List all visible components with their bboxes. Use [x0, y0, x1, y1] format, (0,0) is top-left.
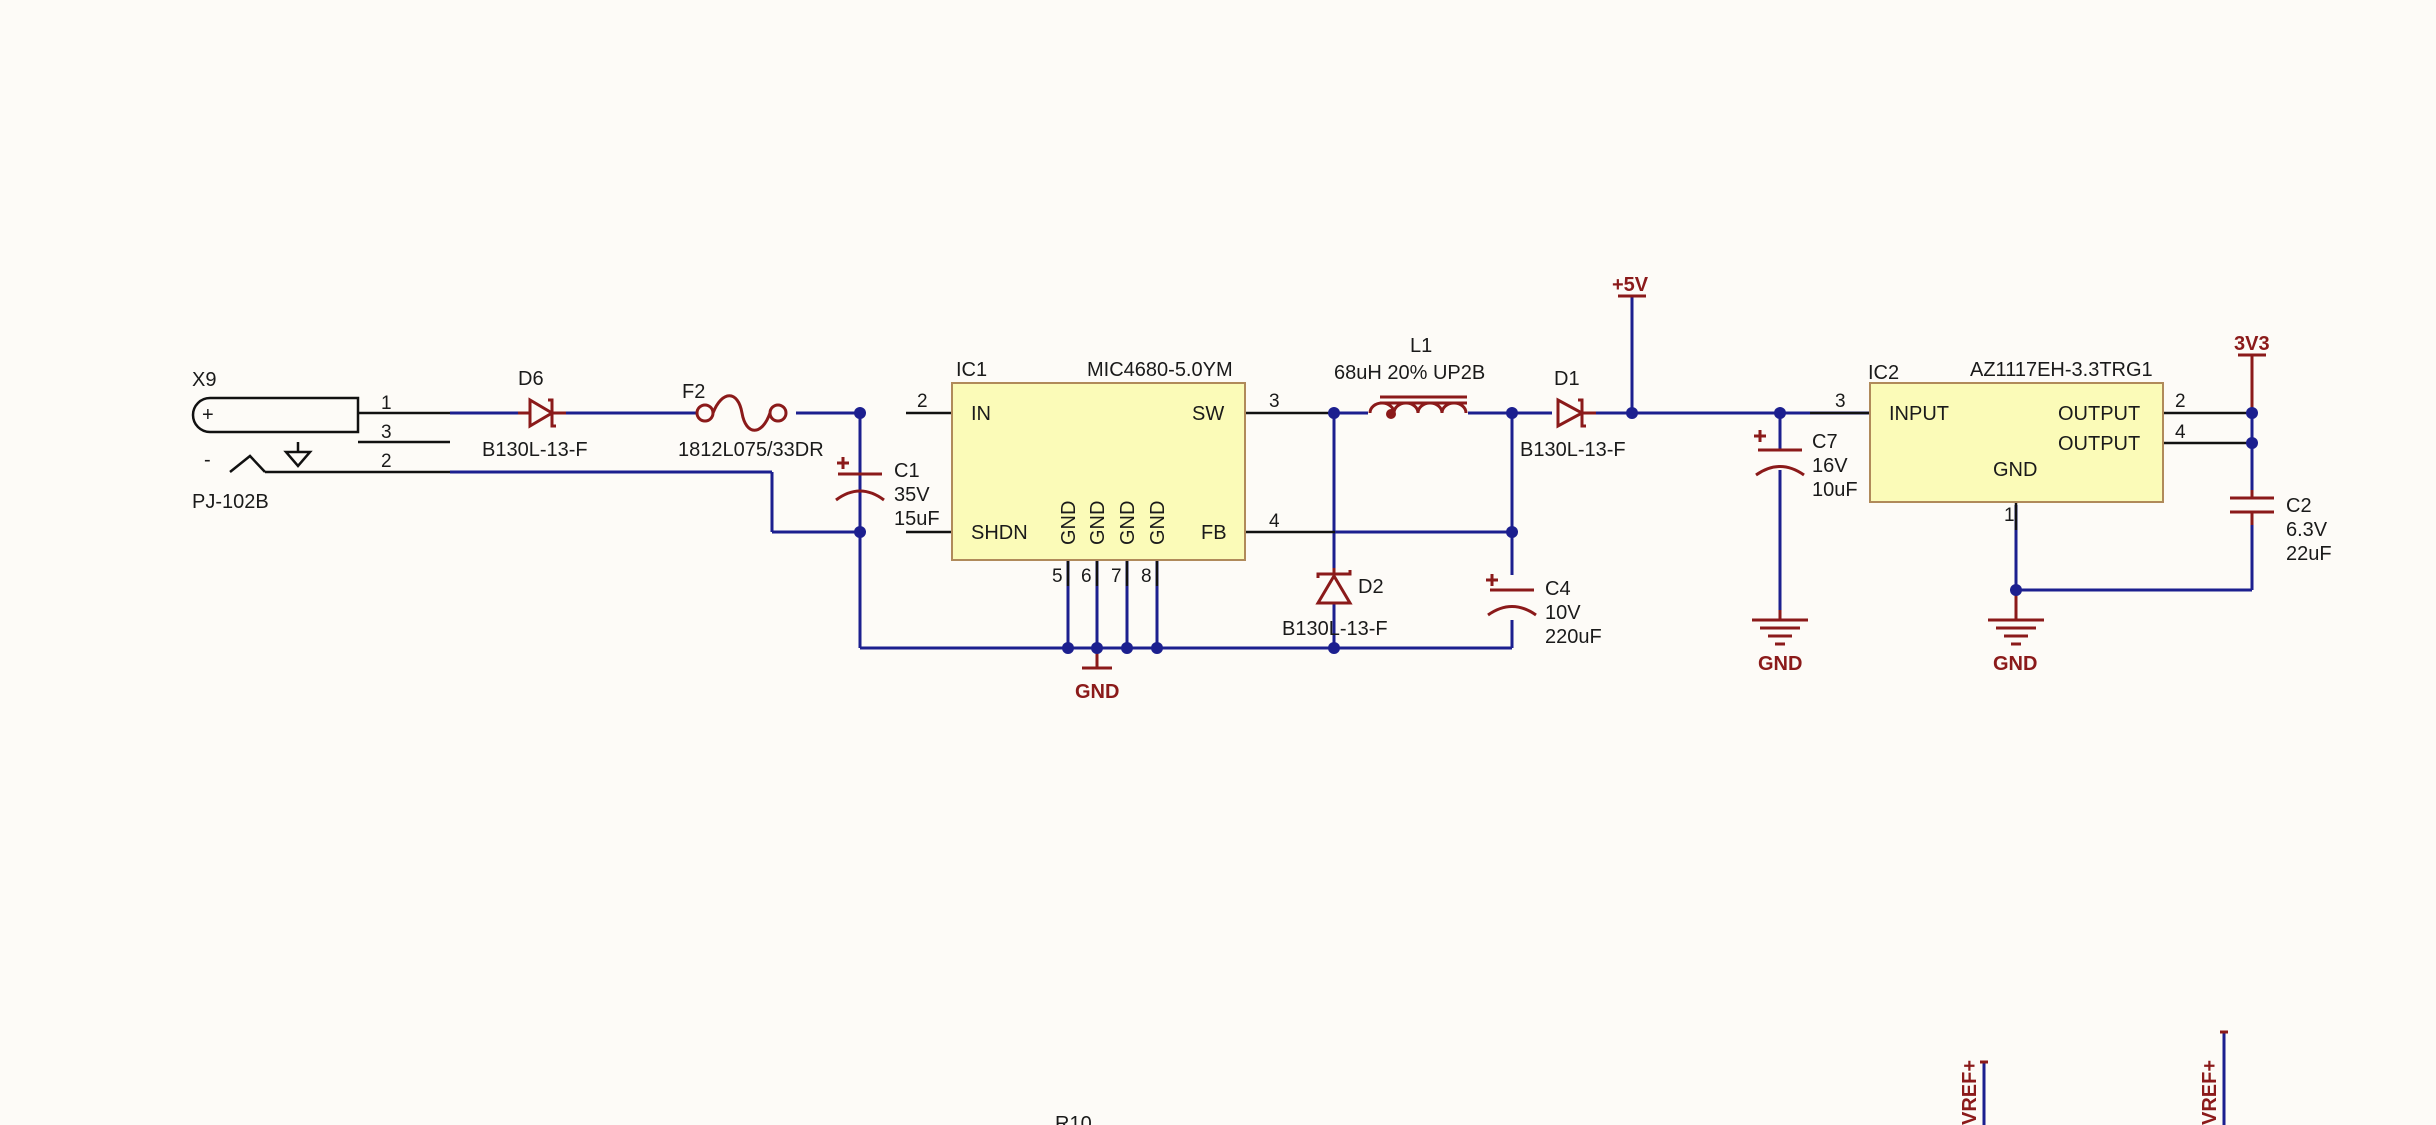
connector-x9: + - X9 PJ-102B 1 3 2	[191, 369, 450, 513]
c2-ref-label: C2	[2286, 495, 2312, 517]
capacitor-c1: C1 35V 15uF	[835, 457, 940, 530]
c7-ref-label: C7	[1812, 431, 1838, 453]
p3v3-label: 3V3	[2234, 333, 2270, 355]
ic1-pinnum-sw: 3	[1269, 391, 1280, 412]
ic1-mic4680: IC1 MIC4680-5.0YM IN SW SHDN FB GND GND …	[906, 359, 1335, 587]
f2-value-label: 1812L075/33DR	[678, 439, 824, 461]
ic1-pin-gnd-8: GND	[1147, 501, 1169, 545]
ic1-value-label: MIC4680-5.0YM	[1087, 359, 1233, 381]
ic2-pin-output1: OUTPUT	[2058, 403, 2140, 425]
ic2-ref-label: IC2	[1868, 362, 1899, 384]
c7-capacitance-label: 10uF	[1812, 479, 1858, 501]
c4-capacitance-label: 220uF	[1545, 626, 1602, 648]
gnd2-label: GND	[1758, 653, 1802, 675]
x9-minus-label: -	[204, 449, 211, 471]
vref-net-2: VREF+	[2199, 1060, 2221, 1125]
capacitor-c4: C4 10V 220uF	[1486, 574, 1602, 648]
power-3v3: 3V3	[2234, 333, 2270, 413]
x9-plus-label: +	[202, 404, 214, 426]
p5v-label: +5V	[1612, 274, 1649, 296]
junction-dot	[1121, 642, 1133, 654]
d6-ref-label: D6	[518, 368, 544, 390]
diode-d1: D1 B130L-13-F	[1520, 368, 1626, 461]
f2-ref-label: F2	[682, 381, 705, 403]
c4-ref-label: C4	[1545, 578, 1571, 600]
junction-dot	[2246, 407, 2258, 419]
r10-ref-label: R10	[1055, 1113, 1092, 1125]
ic1-pin-gnd-6: GND	[1087, 501, 1109, 545]
fuse-f2: F2 1812L075/33DR	[678, 381, 824, 461]
capacitor-c2: C2 6.3V 22uF	[2230, 490, 2332, 565]
gnd-symbol-ic2: GND	[1988, 590, 2044, 675]
ic1-pinnum-5: 5	[1052, 566, 1063, 587]
l1-value-label: 68uH 20% UP2B	[1334, 362, 1485, 384]
ic1-pin-gnd-5: GND	[1058, 501, 1080, 545]
junction-dot	[1328, 407, 1340, 419]
ic1-pin-fb: FB	[1201, 522, 1227, 544]
junction-dot	[1328, 642, 1340, 654]
power-5v: +5V	[1612, 274, 1649, 298]
ic1-pin-sw: SW	[1192, 403, 1224, 425]
d1-value-label: B130L-13-F	[1520, 439, 1626, 461]
gnd3-label: GND	[1993, 653, 2037, 675]
junction-dot	[1091, 642, 1103, 654]
c1-voltage-label: 35V	[894, 484, 930, 506]
ic2-pinnum-output2: 4	[2175, 422, 2186, 443]
junction-dot	[1151, 642, 1163, 654]
ic2-pin-output2: OUTPUT	[2058, 433, 2140, 455]
gnd-symbol-c7: GND	[1752, 610, 1808, 675]
junction-dot	[1506, 526, 1518, 538]
ic2-pin-input: INPUT	[1889, 403, 1949, 425]
junctions	[854, 407, 2258, 654]
x9-value-label: PJ-102B	[192, 491, 269, 513]
capacitor-c7: C7 16V 10uF	[1754, 430, 1858, 501]
x9-ref-label: X9	[192, 369, 216, 391]
l1-ref-label: L1	[1410, 335, 1432, 357]
junction-dot	[2246, 437, 2258, 449]
junction-dot	[1626, 407, 1638, 419]
ic1-pinnum-6: 6	[1081, 566, 1092, 587]
ic1-pin-in: IN	[971, 403, 991, 425]
inductor-l1: L1 68uH 20% UP2B	[1334, 335, 1485, 419]
c1-ref-label: C1	[894, 460, 920, 482]
d2-ref-label: D2	[1358, 576, 1384, 598]
ic2-pin-gnd: GND	[1993, 459, 2037, 481]
ic2-value-label: AZ1117EH-3.3TRG1	[1970, 359, 2153, 381]
ic1-pinnum-in: 2	[917, 391, 928, 412]
junction-dot	[1506, 407, 1518, 419]
d6-value-label: B130L-13-F	[482, 439, 588, 461]
junction-dot	[2010, 584, 2022, 596]
gnd-symbol-ic1: GND	[1075, 648, 1119, 703]
gnd1-label: GND	[1075, 681, 1119, 703]
ic1-pin-shdn: SHDN	[971, 522, 1028, 544]
ic2-pinnum-input: 3	[1835, 391, 1846, 412]
ic1-pinnum-8: 8	[1141, 566, 1152, 587]
vref-net-1: VREF+	[1959, 1060, 1981, 1125]
ic1-pinnum-7: 7	[1111, 566, 1122, 587]
x9-pin2-number: 2	[381, 451, 392, 472]
junction-dot	[854, 526, 866, 538]
ic1-pinnum-fb: 4	[1269, 511, 1280, 532]
ic1-ref-label: IC1	[956, 359, 987, 381]
diode-d6: D6 B130L-13-F	[482, 368, 588, 461]
junction-dot	[1062, 642, 1074, 654]
ic2-pinnum-output1: 2	[2175, 391, 2186, 412]
x9-pin3-number: 3	[381, 422, 392, 443]
d2-value-label: B130L-13-F	[1282, 618, 1388, 640]
diode-d2: D2 B130L-13-F	[1282, 568, 1388, 640]
junction-dot	[1774, 407, 1786, 419]
c4-voltage-label: 10V	[1545, 602, 1581, 624]
ic2-pinnum-gnd: 1	[2004, 505, 2015, 526]
ic1-pin-gnd-7: GND	[1117, 501, 1139, 545]
c2-voltage-label: 6.3V	[2286, 519, 2328, 541]
c7-voltage-label: 16V	[1812, 455, 1848, 477]
x9-pin1-number: 1	[381, 393, 392, 414]
d1-ref-label: D1	[1554, 368, 1580, 390]
c1-capacitance-label: 15uF	[894, 508, 940, 530]
ic2-az1117: IC2 AZ1117EH-3.3TRG1 INPUT OUTPUT OUTPUT…	[1810, 359, 2252, 530]
bottom-partial-section: R10 VREF+ VREF+	[1055, 1030, 2228, 1125]
c2-capacitance-label: 22uF	[2286, 543, 2332, 565]
junction-dot	[854, 407, 866, 419]
